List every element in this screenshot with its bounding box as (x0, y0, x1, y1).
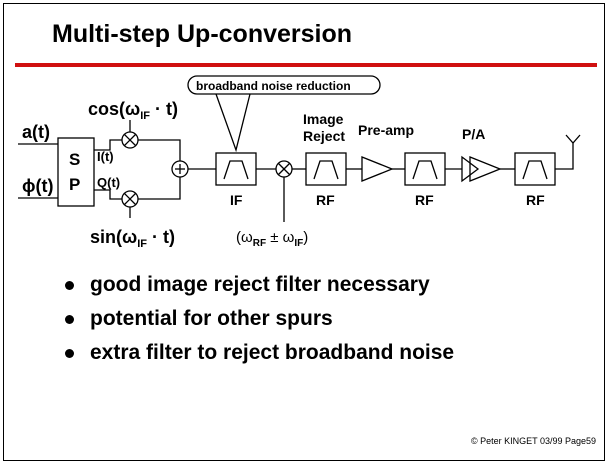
callout-box (187, 75, 381, 95)
bullet-list: good image reject filter necessary poten… (62, 268, 454, 370)
phi-input-label: ϕ(t) (22, 176, 53, 196)
rf-filter-2 (404, 152, 446, 186)
a-input-label: a(t) (22, 122, 50, 142)
title-underline (15, 63, 597, 67)
preamp-label: Pre-amp (358, 122, 414, 138)
footer-copyright: © Peter KINGET 03/99 Page59 (470, 436, 596, 446)
q-path (94, 189, 122, 200)
preamp-triangle (361, 156, 394, 182)
if-filter-label: IF (230, 192, 243, 208)
rf1-filter-label: RF (316, 192, 335, 208)
sp-label-p: P (69, 175, 80, 194)
rf3-filter-label: RF (526, 192, 545, 208)
i-path (94, 139, 122, 151)
i-to-sum (138, 139, 181, 161)
q-to-sum (138, 177, 181, 200)
image-reject-filter (305, 152, 347, 186)
image-label: Image (303, 111, 344, 127)
pa-label: P/A (462, 126, 485, 142)
cos-label: cos(ωIF · t) (88, 99, 178, 122)
q-label: Q(t) (97, 175, 120, 190)
slide-frame (3, 3, 605, 461)
sp-label-s: S (69, 150, 80, 169)
block-diagram: a(t) ϕ(t) S P I(t) Q(t) cos(ωIF · t) sin… (18, 75, 581, 250)
if-filter (215, 152, 257, 186)
bullet-item: potential for other spurs (62, 302, 454, 336)
bullet-item: good image reject filter necessary (62, 268, 454, 302)
antenna-feed (555, 143, 574, 170)
rf2-filter-label: RF (415, 192, 434, 208)
callout-pointer (215, 93, 251, 153)
sin-label: sin(ωIF · t) (90, 227, 175, 250)
rf-filter-3 (514, 152, 556, 186)
antenna-icon (565, 134, 581, 144)
bullet-item: extra filter to reject broadband noise (62, 336, 454, 370)
pa-triangle-2 (469, 156, 502, 182)
slide-title: Multi-step Up-conversion (52, 20, 353, 48)
i-label: I(t) (97, 149, 114, 164)
rf-lo-label: (ωRF ± ωIF) (236, 229, 308, 249)
sp-block (57, 137, 95, 207)
callout-text: broadband noise reduction (196, 79, 351, 93)
reject-label: Reject (303, 128, 345, 144)
